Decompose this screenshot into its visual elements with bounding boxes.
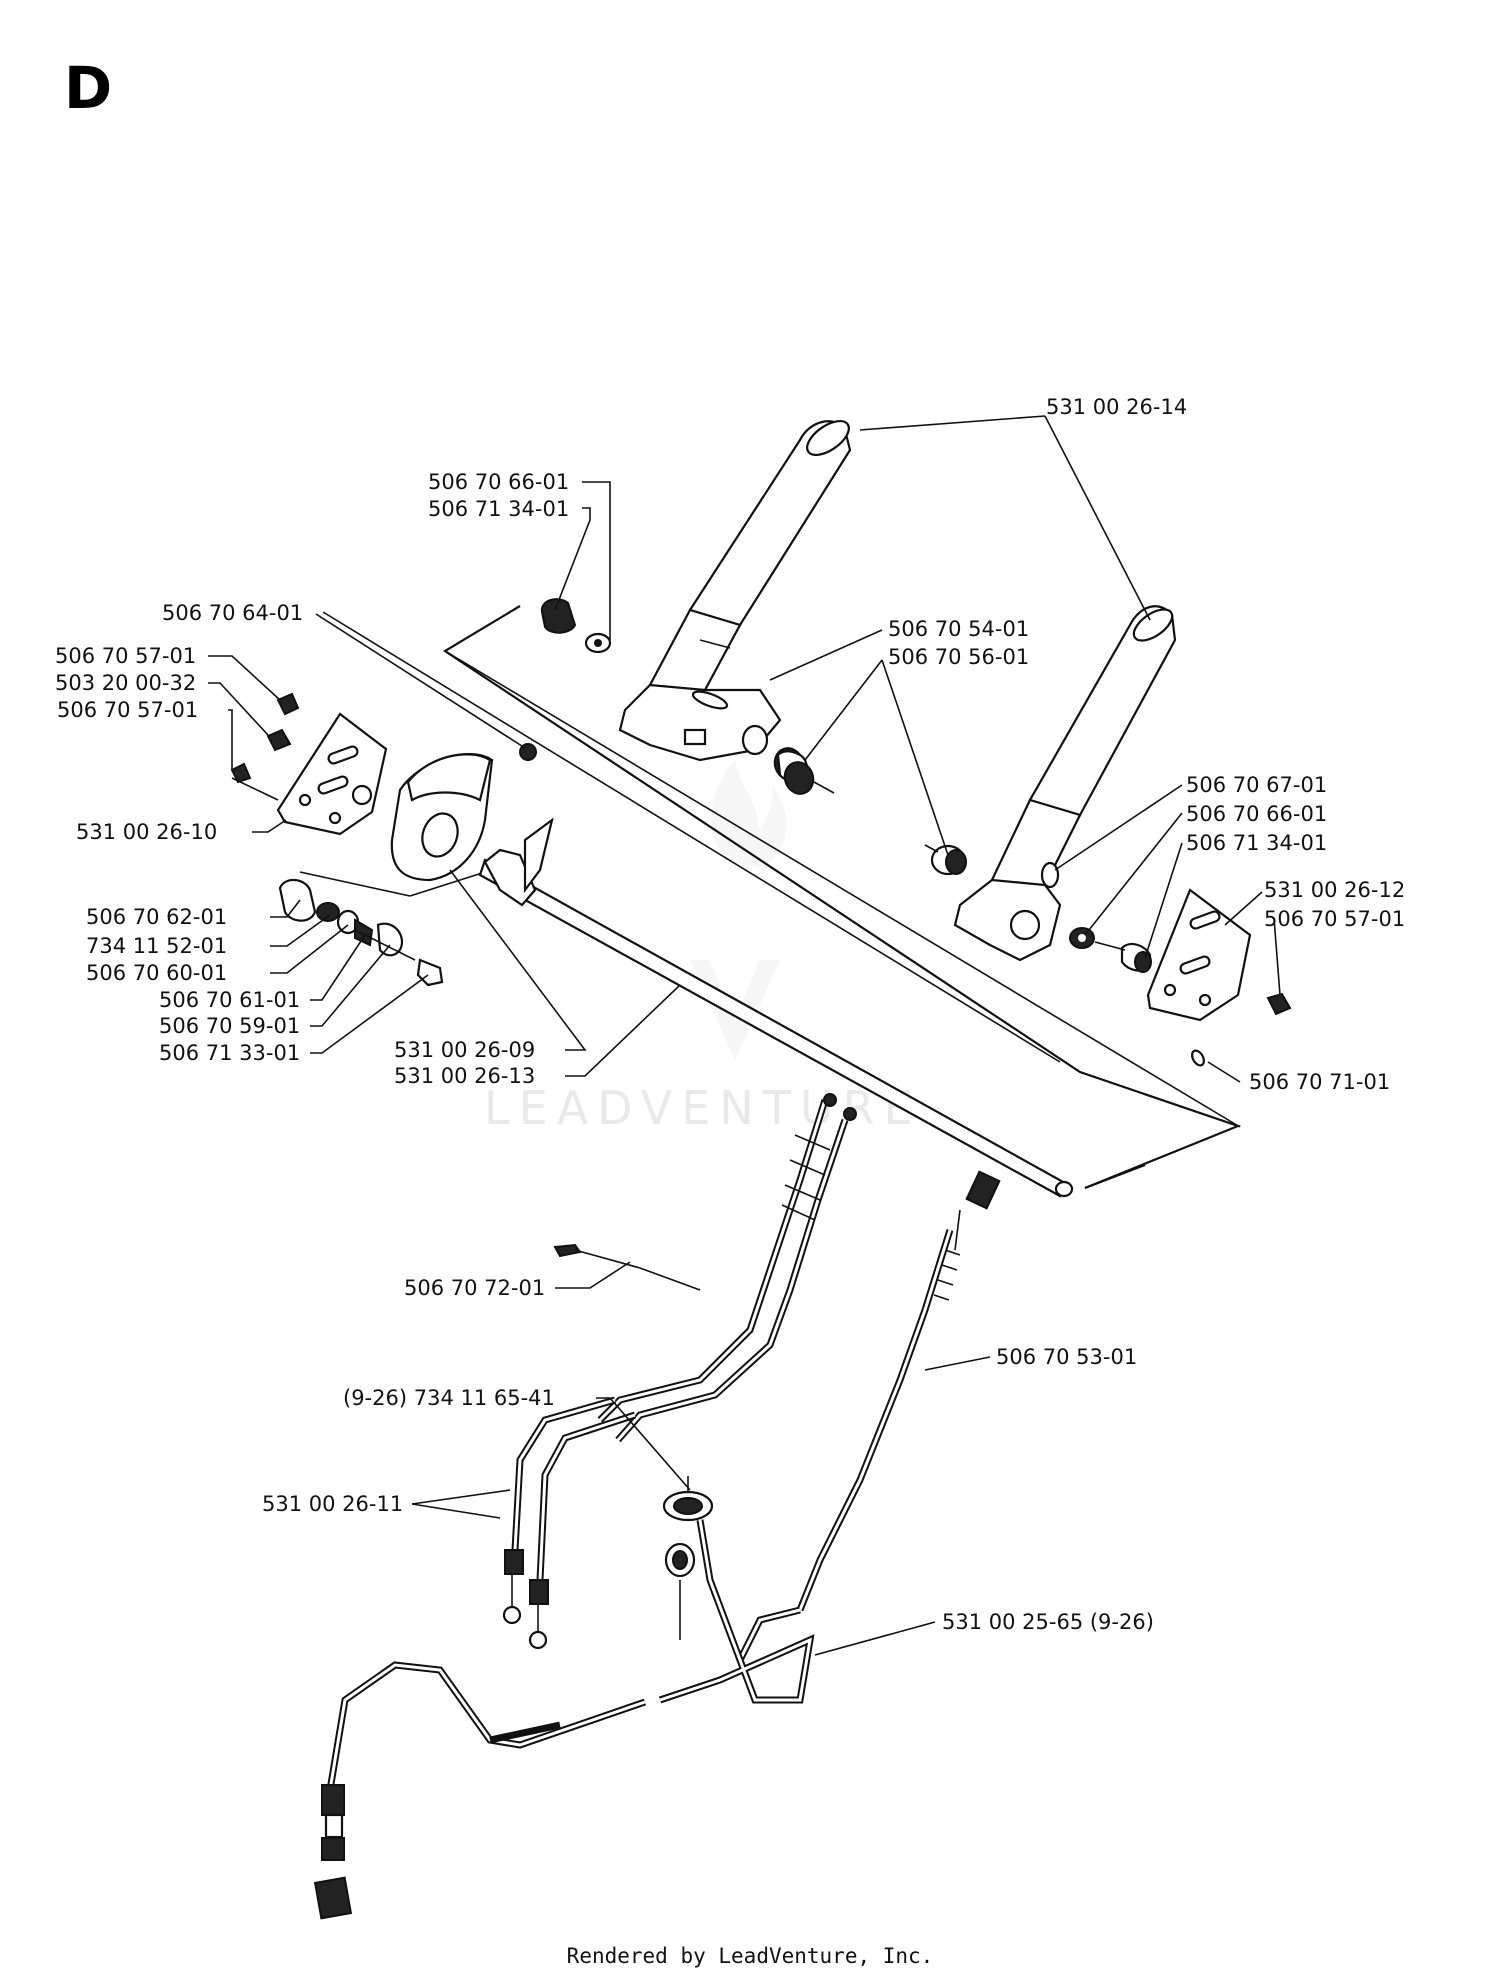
callout-ring-52: 734 11 52-01 [86,934,227,958]
callout-pin-33: 506 71 33-01 [159,1041,300,1065]
spacer-stack [278,878,444,987]
callout-nut-right: 506 70 57-01 [1264,907,1405,931]
nut-right [1191,992,1292,1067]
callout-cable-65: 531 00 25-65 (9-26) [942,1610,1154,1634]
knob-upper-left [540,598,612,654]
callout-cable-53: 506 70 53-01 [996,1345,1137,1369]
callout-washer-b: 506 71 34-01 [1186,831,1327,855]
callout-bushing-60: 506 70 60-01 [86,961,227,985]
bushing-upper [773,747,835,795]
rendered-by-footer: Rendered by LeadVenture, Inc. [566,1944,934,1968]
shaft-assembly [478,817,1074,1198]
callout-spacer-62: 506 70 62-01 [86,905,227,929]
callout-shaft-13: 531 00 26-13 [394,1064,535,1088]
callout-clip-72: 506 70 72-01 [404,1276,545,1300]
callout-washer-a: 506 71 34-01 [428,497,569,521]
handle-grip-right [953,605,1177,962]
callout-pin-71: 506 70 71-01 [1249,1070,1390,1094]
handle-grip-left [618,419,852,762]
callout-washer-59: 506 70 59-01 [159,1014,300,1038]
callout-knob-67: 506 70 67-01 [1186,773,1327,797]
part-number-labels: 531 00 26-14 506 70 66-01 506 71 34-01 5… [55,395,1405,1634]
watermark-text: LEADVENTURE [484,1081,922,1135]
leader-lines [208,415,1281,1656]
bracket-plate-right [1146,888,1252,1022]
cable-53 [796,1170,1001,1612]
board-outline [299,605,1242,1190]
callout-cover-09: 531 00 26-09 [394,1038,535,1062]
callout-knob-a: 506 70 66-01 [428,470,569,494]
callout-screw-32: 503 20 00-32 [55,671,196,695]
section-letter: D [64,54,113,122]
callout-bracket-right: 531 00 26-12 [1264,878,1405,902]
callout-bracket-54: 506 70 54-01 [888,617,1029,641]
callout-nut-left-top: 506 70 57-01 [55,644,196,668]
callout-nut-left-mid: 506 70 57-01 [57,698,198,722]
knob-right [1069,927,1152,973]
callout-grommet-41: (9-26) 734 11 65-41 [343,1386,555,1410]
callout-bushing-56: 506 70 56-01 [888,645,1029,669]
control-cables-lower [502,1396,637,1650]
cover-plate [390,743,537,882]
cable-65 [313,1519,815,1920]
callout-cables-11: 531 00 26-11 [262,1492,403,1516]
callout-bracket-left: 531 00 26-10 [76,820,217,844]
bushing-right [924,844,967,876]
callout-spring-61: 506 70 61-01 [159,988,300,1012]
callout-handle-grip: 531 00 26-14 [1046,395,1187,419]
grommet [662,1476,714,1640]
callout-knob-b: 506 70 66-01 [1186,802,1327,826]
clip-72 [553,1243,701,1291]
callout-screw-64: 506 70 64-01 [162,601,303,625]
control-cables-upper [597,1093,857,1443]
bracket-plate-left [276,712,388,836]
fasteners-left-bracket [230,692,300,801]
